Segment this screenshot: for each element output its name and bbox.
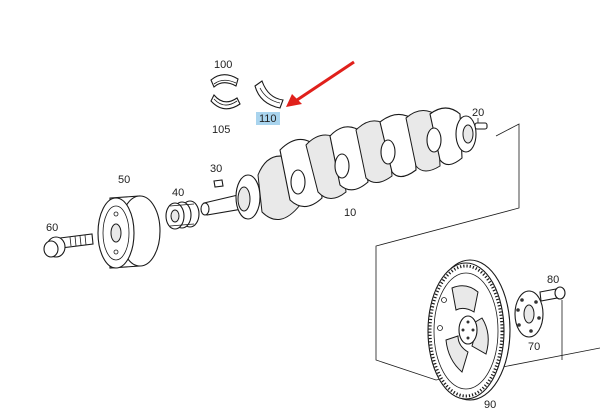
label-105: 105: [212, 124, 230, 136]
lower-bearing-shell: [210, 94, 241, 110]
flywheel: [427, 259, 511, 401]
label-90: 90: [484, 399, 496, 411]
label-110-highlight: [256, 112, 280, 125]
upper-bearing-shell: [210, 74, 239, 88]
thrust-bearing-shell: [254, 80, 284, 109]
label-70: 70: [528, 341, 540, 353]
label-50: 50: [118, 174, 130, 186]
pointer-arrow: [286, 60, 355, 107]
label-10: 10: [344, 207, 356, 219]
dowel-pin: [474, 122, 488, 130]
label-30: 30: [210, 163, 222, 175]
woodruff-key: [213, 179, 224, 188]
retaining-plate: [514, 290, 544, 338]
assembly-bracket: [375, 123, 600, 381]
label-100: 100: [214, 59, 232, 71]
label-110: 110: [259, 113, 277, 125]
label-20: 20: [472, 107, 484, 119]
label-80: 80: [547, 274, 559, 286]
flywheel-bolt: [539, 286, 566, 302]
central-bolt: [43, 233, 94, 258]
label-60: 60: [46, 222, 58, 234]
crankshaft: [200, 107, 477, 220]
crankshaft-gear: [165, 200, 200, 230]
vibration-damper: [97, 195, 161, 269]
label-40: 40: [172, 187, 184, 199]
